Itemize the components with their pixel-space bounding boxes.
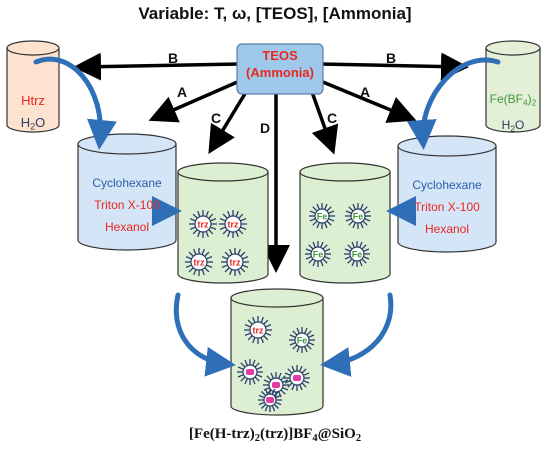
micelle-trz-2: trz xyxy=(219,210,247,238)
micelle-product-fe-label: Fe xyxy=(297,336,308,346)
teos-box xyxy=(236,43,324,95)
micelle-trz-1: trz xyxy=(189,210,217,238)
reaction-arrows xyxy=(73,52,469,273)
micelle-product-fe: Fe xyxy=(289,327,315,353)
water-text-right: H2O xyxy=(501,117,525,134)
micelle-product-2-core xyxy=(272,382,280,388)
fe-reagent-label: Fe(BF4)2 H2O xyxy=(486,88,540,139)
curve-arrow-left-bottom xyxy=(173,292,236,377)
micelle-trz-1-label: trz xyxy=(198,220,209,230)
cyclohexane-left: Cyclohexane xyxy=(92,176,162,190)
micelle-trz-2-label: trz xyxy=(228,220,239,230)
triton-left: Triton X-100 xyxy=(94,198,160,212)
micelle-product-trz-label: trz xyxy=(253,326,264,336)
micelle-fe-3-label: Fe xyxy=(313,250,324,260)
hexanol-right: Hexanol xyxy=(424,222,470,236)
micelle-trz-4-label: trz xyxy=(230,258,241,268)
micelle-fe-2-label: Fe xyxy=(353,212,364,222)
micelle-fe-1-label: Fe xyxy=(317,212,328,222)
arrow-b-left xyxy=(73,52,241,81)
micelle-product-2 xyxy=(263,372,289,398)
micelle-product-1-core xyxy=(246,369,254,375)
curve-arrow-right-top xyxy=(406,57,501,150)
arrow-label-b-right: B xyxy=(385,50,397,66)
emulsion-right-label: Cyclohexane Triton X-100 Hexanol xyxy=(398,174,496,240)
micelle-product-3-core xyxy=(293,375,301,381)
product-formula: [Fe(H-trz)2(trz)]BF4@SiO2 xyxy=(188,426,362,445)
variables-title: Variable: T, ω, [TEOS], [Ammonia] xyxy=(138,4,412,23)
micelle-fe-4: Fe xyxy=(344,241,370,267)
triton-right: Triton X-100 xyxy=(414,200,480,214)
micelle-fe-4-label: Fe xyxy=(352,250,363,260)
arrow-label-d: D xyxy=(259,120,271,136)
micelle-trz-3: trz xyxy=(185,248,213,276)
arrow-label-b-left: B xyxy=(167,50,179,66)
arrow-a-right xyxy=(317,78,417,123)
cyclohexane-right: Cyclohexane xyxy=(412,178,482,192)
arrow-a-left xyxy=(148,78,243,123)
micelle-product-1 xyxy=(237,359,263,385)
water-text-left: H2O xyxy=(20,115,46,132)
arrow-label-c-right: C xyxy=(326,110,338,126)
arrow-c-left xyxy=(208,91,248,154)
curve-arrow-left-top xyxy=(33,56,117,150)
fe-bf4-cylinder xyxy=(485,40,541,133)
htrz-text: Htrz xyxy=(21,93,45,108)
micelle-trz-3-label: trz xyxy=(194,258,205,268)
htrz-cylinder xyxy=(6,40,60,133)
curve-arrow-right-bottom xyxy=(320,292,394,377)
arrow-label-a-left: A xyxy=(176,84,188,100)
fe-bf4-text: Fe(BF4)2 xyxy=(489,92,537,108)
micelle-product-4-core xyxy=(266,397,274,403)
micelle-fe-1: Fe xyxy=(309,203,335,229)
arrow-b-right xyxy=(319,52,469,81)
micelle-fe-3: Fe xyxy=(305,241,331,267)
product-cylinder xyxy=(230,288,324,416)
micelle-product-trz: trz xyxy=(244,316,272,344)
micelle-product-4 xyxy=(258,388,282,412)
teos-label-line2: (Ammonia) xyxy=(246,65,314,80)
arrow-label-c-left: C xyxy=(210,110,222,126)
transfer-arrows xyxy=(33,56,501,377)
micelle-fe-2: Fe xyxy=(345,203,371,229)
teos-label: TEOS (Ammonia) xyxy=(237,47,323,81)
emulsion-left-label: Cyclohexane Triton X-100 Hexanol xyxy=(78,172,176,238)
micelle-trz-4: trz xyxy=(221,248,249,276)
hexanol-left: Hexanol xyxy=(104,220,150,234)
micelle-product-3 xyxy=(284,365,310,391)
arrow-label-a-right: A xyxy=(359,84,371,100)
htrz-reagent-label: Htrz H2O xyxy=(7,90,59,138)
teos-label-line1: TEOS xyxy=(262,48,298,63)
arrow-c-right xyxy=(310,91,339,155)
